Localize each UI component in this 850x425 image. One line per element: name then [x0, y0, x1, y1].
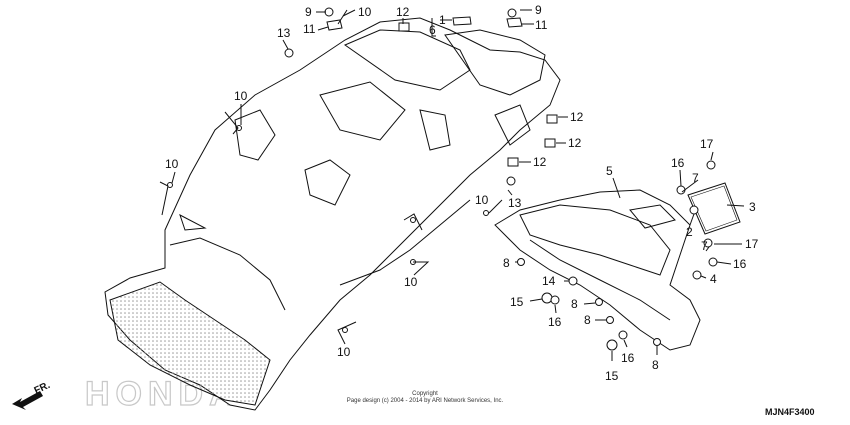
nut-4: [692, 270, 702, 280]
callout-8: 8: [571, 297, 578, 311]
callout-10: 10: [165, 157, 179, 171]
grommet-12-d: [507, 157, 519, 167]
callout-17: 17: [700, 137, 714, 151]
nut-15-b: [606, 339, 618, 351]
callout-13: 13: [508, 196, 522, 210]
grommet-12-c: [544, 138, 556, 148]
callout-9: 9: [305, 5, 312, 19]
nut-15-a: [541, 292, 553, 304]
callout-16: 16: [621, 351, 635, 365]
rear-fender: [104, 17, 561, 411]
bolt-9-b: [507, 8, 517, 18]
callout-10: 10: [475, 193, 489, 207]
bolt-9-a: [324, 7, 334, 17]
callout-14: 14: [542, 274, 556, 288]
callout-13: 13: [277, 26, 291, 40]
bolt-13-a: [284, 48, 294, 58]
washer-16-b: [708, 257, 718, 267]
collar-2: [689, 205, 699, 215]
clip-11-a: [326, 19, 343, 31]
callout-1: 1: [439, 13, 446, 27]
bolt-8-c: [606, 316, 614, 324]
bolt-8-d: [653, 338, 661, 346]
callout-12: 12: [568, 136, 582, 150]
fr-label: FR.: [33, 380, 52, 397]
clip-10-f: [483, 210, 489, 216]
rear-bracket: [494, 189, 701, 351]
bolt-8-b: [595, 298, 603, 306]
clip-10-b: [167, 182, 173, 188]
callout-10: 10: [337, 345, 351, 359]
screw-17-a: [706, 160, 716, 170]
washer-16-a: [676, 185, 686, 195]
callout-17: 17: [745, 237, 759, 251]
callout-11: 11: [303, 22, 316, 36]
screw-17-b: [703, 238, 713, 248]
leader-lines: [159, 9, 745, 361]
bolt-13-b: [506, 176, 516, 186]
callout-7: 7: [701, 239, 708, 253]
callout-16: 16: [733, 257, 747, 271]
front-direction-arrow: FR.: [12, 380, 52, 410]
reflector: [687, 182, 741, 235]
callout-15: 15: [510, 295, 524, 309]
washer-16-c: [550, 295, 560, 305]
callout-15: 15: [605, 369, 619, 383]
callout-16: 16: [548, 315, 562, 329]
callout-8: 8: [652, 358, 659, 372]
callout-labels: 9 10 11 12 13 6 1 9 11 12 12 12 13 10 10…: [165, 3, 759, 383]
callout-11: 11: [535, 18, 548, 32]
clip-10-a: [236, 125, 242, 131]
copyright-line-1: Copyright: [412, 391, 438, 397]
callout-8: 8: [584, 313, 591, 327]
callout-8: 8: [503, 256, 510, 270]
grommet-12-b: [546, 114, 558, 124]
grommet-12-a: [398, 22, 410, 32]
small-parts: [167, 7, 718, 351]
bolt-14: [568, 276, 578, 286]
callout-10: 10: [358, 5, 372, 19]
callout-3: 3: [749, 200, 756, 214]
seal-1: [452, 16, 472, 26]
clip-11-b: [506, 17, 523, 28]
washer-16-d: [618, 330, 628, 340]
callout-12: 12: [533, 155, 547, 169]
callout-2: 2: [686, 225, 693, 239]
callout-6: 6: [429, 23, 436, 37]
clip-10-e: [342, 327, 348, 333]
callout-16: 16: [671, 156, 685, 170]
callout-4: 4: [710, 272, 717, 286]
callout-10: 10: [404, 275, 418, 289]
callout-5: 5: [606, 164, 613, 178]
bolt-8-a: [517, 258, 525, 266]
clip-10-c: [410, 217, 416, 223]
callout-10: 10: [234, 89, 248, 103]
copyright-line-2: Page design (c) 2004 - 2014 by ARI Netwo…: [347, 398, 504, 404]
callout-9: 9: [535, 3, 542, 17]
callout-12: 12: [570, 110, 584, 124]
diagram-code: MJN4F3400: [765, 407, 815, 417]
callout-7: 7: [692, 171, 699, 185]
callout-12: 12: [396, 5, 410, 19]
